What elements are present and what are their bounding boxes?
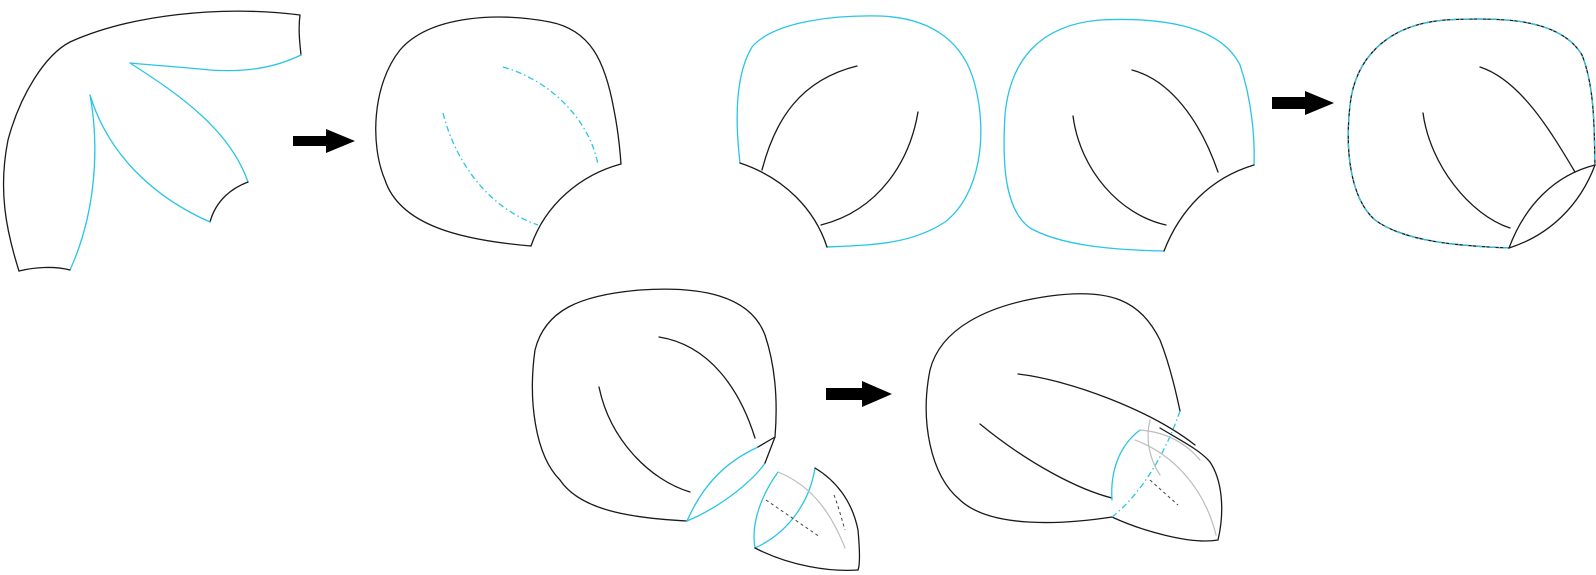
shell-2b-outline xyxy=(1004,19,1254,251)
shell-2a-seam-2 xyxy=(821,112,918,225)
tip-piece-back xyxy=(815,468,860,570)
shell-2a-outline xyxy=(737,16,981,247)
pattern-middle-petal-edge xyxy=(70,95,210,270)
shell-2a-seam-1 xyxy=(762,66,857,170)
finished-shell-join-seam xyxy=(1112,411,1180,517)
joined-shell-outline xyxy=(1348,19,1595,248)
joined-shell xyxy=(1348,19,1595,248)
tip-piece xyxy=(754,468,859,570)
tip-piece-bottom xyxy=(755,548,858,570)
shell-2a xyxy=(737,16,981,247)
shell-1-seam-2 xyxy=(503,67,598,165)
finished-shell-hidden-3 xyxy=(1148,420,1160,475)
shell-1-notch xyxy=(531,164,621,246)
arrow-step-2 xyxy=(1272,91,1334,115)
tip-piece-stitch-1 xyxy=(766,500,820,537)
shell-1-outline xyxy=(376,17,621,246)
joined-shell-seam-2 xyxy=(1423,113,1510,228)
shell-3a xyxy=(532,289,776,521)
flat-pattern-piece xyxy=(4,11,301,271)
pattern-outer-edge xyxy=(4,11,301,271)
joined-shell-outline-seam xyxy=(1348,19,1595,248)
shell-3a-opening-1 xyxy=(687,447,758,521)
pattern-notch-bottom xyxy=(19,267,70,271)
finished-shell-outline xyxy=(926,294,1180,523)
shell-3a-seam-1 xyxy=(659,337,755,438)
finished-shell-hidden-2 xyxy=(1135,440,1216,535)
joined-shell-gusset-2 xyxy=(1509,165,1595,248)
arrow-step-3 xyxy=(826,381,892,407)
shell-2b-seam-2 xyxy=(1073,116,1166,225)
finished-shell-stitch xyxy=(1150,480,1178,505)
shell-1-seam-1 xyxy=(443,113,538,225)
finished-shell-seam-2 xyxy=(980,424,1112,498)
sewn-shell-1 xyxy=(376,17,621,246)
shell-2a-notch xyxy=(740,163,827,247)
finished-shell-tip-upper xyxy=(1160,428,1210,462)
arrow-step-1 xyxy=(293,129,355,153)
shell-3a-outline xyxy=(532,289,776,521)
tip-piece-right-edge xyxy=(755,468,815,548)
shell-3a-opening-2 xyxy=(687,463,765,521)
finished-shell xyxy=(926,294,1221,541)
finished-shell-seam-1 xyxy=(1018,374,1195,445)
shell-2b-seam-1 xyxy=(1132,70,1218,172)
shell-2b xyxy=(1004,19,1254,251)
pattern-top-petal-edge xyxy=(130,55,301,182)
joined-shell-gusset-1 xyxy=(1509,165,1595,248)
shell-3a-opening-3 xyxy=(758,437,775,463)
tip-piece-stitch-2 xyxy=(834,495,845,530)
pattern-notch-right xyxy=(210,182,248,222)
shell-2b-notch xyxy=(1164,165,1254,251)
shell-3a-seam-2 xyxy=(599,387,690,492)
joined-shell-seam-1 xyxy=(1480,67,1575,172)
